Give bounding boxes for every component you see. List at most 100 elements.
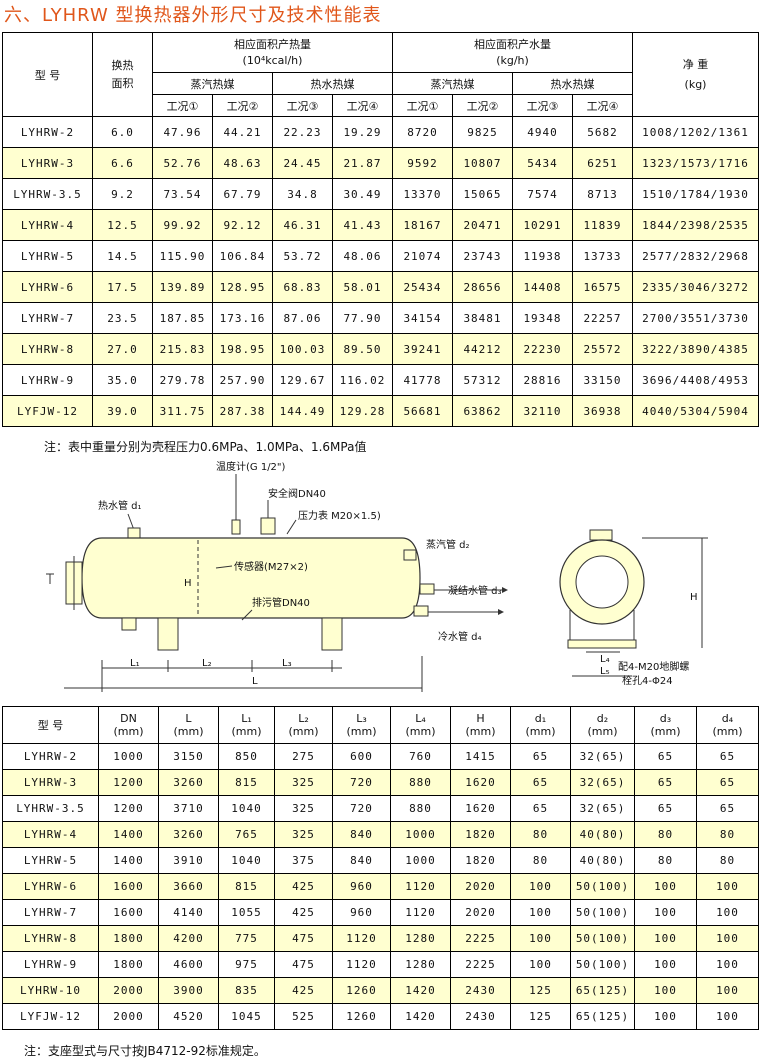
value-cell: 100 xyxy=(696,925,759,952)
header-cond: 工况③ xyxy=(512,94,573,117)
value-cell: 65(125) xyxy=(570,1003,635,1030)
dim-header: L₂(mm) xyxy=(274,706,333,744)
model-cell: LYHRW-7 xyxy=(2,899,99,926)
value-cell: 8713 xyxy=(572,178,633,210)
value-cell: 52.76 xyxy=(152,147,213,179)
value-cell: 14408 xyxy=(512,271,573,303)
value-cell: 960 xyxy=(332,873,391,900)
value-cell: 760 xyxy=(390,743,451,770)
value-cell: 39241 xyxy=(392,333,453,365)
value-cell: 65 xyxy=(634,795,697,822)
value-cell: 840 xyxy=(332,847,391,874)
model-cell: LYHRW-8 xyxy=(2,333,93,365)
value-cell: 115.90 xyxy=(152,240,213,272)
value-cell: 2000 xyxy=(98,1003,159,1030)
value-cell: 34.8 xyxy=(272,178,333,210)
label-sensor: 传感器(M27×2) xyxy=(234,560,308,573)
value-cell: 67.79 xyxy=(212,178,273,210)
header-cond: 工况③ xyxy=(272,94,333,117)
value-cell: 173.16 xyxy=(212,302,273,334)
value-cell: 33150 xyxy=(572,364,633,396)
value-cell: 4520 xyxy=(158,1003,219,1030)
value-cell: 775 xyxy=(218,925,275,952)
value-cell: 28656 xyxy=(452,271,513,303)
value-cell: 720 xyxy=(332,769,391,796)
condensate-nozzle xyxy=(419,583,435,595)
value-cell: 275 xyxy=(274,743,333,770)
value-cell: 63862 xyxy=(452,395,513,427)
value-cell: 80 xyxy=(634,847,697,874)
model-cell: LYHRW-7 xyxy=(2,302,93,334)
model-cell: LYHRW-3 xyxy=(2,147,93,179)
value-cell: 9825 xyxy=(452,116,513,148)
label-hot-water-pipe: 热水管 d₁ xyxy=(98,499,142,512)
value-cell: 32(65) xyxy=(570,769,635,796)
value-cell: 325 xyxy=(274,769,333,796)
value-cell: 58.01 xyxy=(332,271,393,303)
label-dim-h: H xyxy=(184,578,192,589)
value-cell: 100 xyxy=(634,1003,697,1030)
value-cell: 50(100) xyxy=(570,899,635,926)
value-cell: 1510/1784/1930 xyxy=(632,178,759,210)
value-cell: 38481 xyxy=(452,302,513,334)
note-weight: 注：表中重量分别为壳程压力0.6MPa、1.0MPa、1.6MPa值 xyxy=(44,440,367,454)
value-cell: 25572 xyxy=(572,333,633,365)
value-cell: 215.83 xyxy=(152,333,213,365)
value-cell: 1280 xyxy=(390,925,451,952)
value-cell: 100 xyxy=(696,899,759,926)
value-cell: 34154 xyxy=(392,302,453,334)
value-cell: 2577/2832/2968 xyxy=(632,240,759,272)
model-cell: LYHRW-5 xyxy=(2,847,99,874)
value-cell: 880 xyxy=(390,795,451,822)
value-cell: 257.90 xyxy=(212,364,273,396)
value-cell: 880 xyxy=(390,769,451,796)
value-cell: 8720 xyxy=(392,116,453,148)
value-cell: 2020 xyxy=(450,899,511,926)
value-cell: 80 xyxy=(510,821,571,848)
header-cond: 工况② xyxy=(452,94,513,117)
header-model: 型 号 xyxy=(2,32,93,117)
value-cell: 1800 xyxy=(98,951,159,978)
model-cell: LYHRW-3.5 xyxy=(2,178,93,210)
value-cell: 475 xyxy=(274,925,333,952)
value-cell: 765 xyxy=(218,821,275,848)
value-cell: 87.06 xyxy=(272,302,333,334)
note-support: 注：支座型式与尺寸按JB4712-92标准规定。 xyxy=(24,1044,266,1058)
value-cell: 22230 xyxy=(512,333,573,365)
value-cell: 100 xyxy=(696,977,759,1004)
label-steam-pipe: 蒸汽管 d₂ xyxy=(426,538,470,551)
value-cell: 27.0 xyxy=(92,333,153,365)
value-cell: 2335/3046/3272 xyxy=(632,271,759,303)
value-cell: 720 xyxy=(332,795,391,822)
value-cell: 1600 xyxy=(98,899,159,926)
label-drain: 排污管DN40 xyxy=(252,596,310,609)
value-cell: 1820 xyxy=(450,821,511,848)
label-dim-l3: L₃ xyxy=(282,658,292,669)
dim-header: L₄(mm) xyxy=(390,706,451,744)
header-heat: 相应面积产热量(10⁴kcal/h) xyxy=(152,32,393,73)
saddle-left xyxy=(157,617,179,651)
cold-water-nozzle xyxy=(413,605,429,617)
label-dim-l4: L₄ xyxy=(600,654,610,665)
value-cell: 65 xyxy=(634,743,697,770)
value-cell: 1620 xyxy=(450,769,511,796)
end-view-opening xyxy=(575,555,629,609)
value-cell: 960 xyxy=(332,899,391,926)
value-cell: 475 xyxy=(274,951,333,978)
header-heat-hotwater: 热水热媒 xyxy=(272,72,393,95)
value-cell: 30.49 xyxy=(332,178,393,210)
model-cell: LYFJW-12 xyxy=(2,395,93,427)
value-cell: 23743 xyxy=(452,240,513,272)
label-safety-valve: 安全阀DN40 xyxy=(268,487,326,500)
header-cond: 工况④ xyxy=(332,94,393,117)
value-cell: 2430 xyxy=(450,977,511,1004)
value-cell: 311.75 xyxy=(152,395,213,427)
